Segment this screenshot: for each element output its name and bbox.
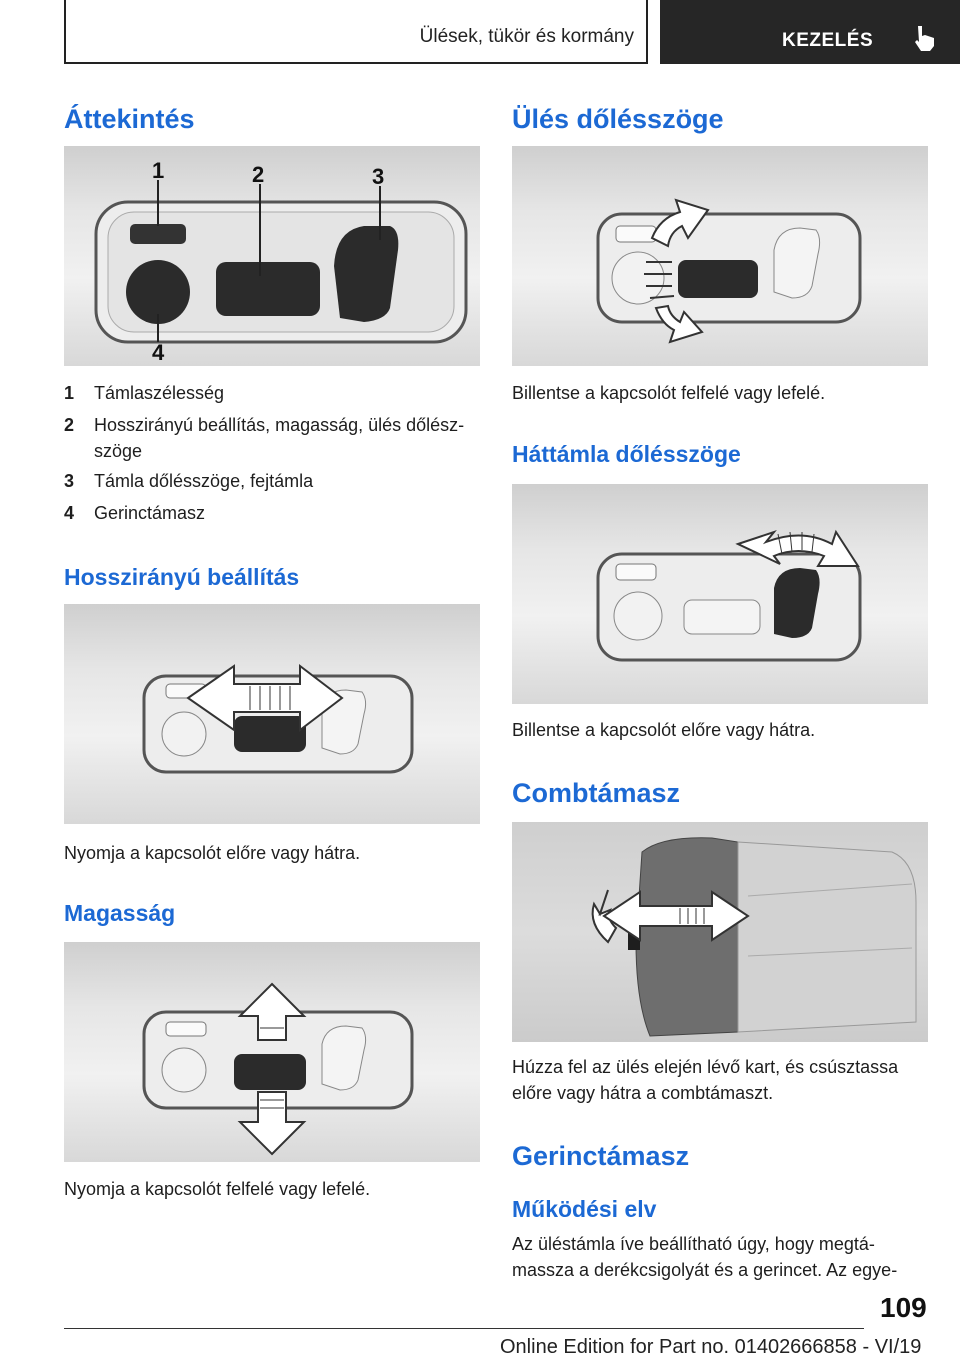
header-tab-label: KEZELÉS — [782, 30, 874, 51]
tilt-heading: Ülés dőlésszöge — [512, 104, 724, 134]
principle-text-1: Az üléstámla íve beállítható úgy, hogy m… — [512, 1234, 875, 1254]
thigh-support-heading: Combtámasz — [512, 778, 681, 808]
list-item-text: Támlaszélesség — [94, 383, 225, 403]
callout-2: 2 — [252, 162, 264, 187]
backrest-tilt-image — [512, 484, 928, 704]
header-tab: KEZELÉS — [660, 0, 960, 64]
list-item-number: 4 — [64, 503, 75, 523]
callout-4: 4 — [152, 340, 165, 365]
footer-divider — [64, 1328, 864, 1329]
longitudinal-adjust-image — [64, 604, 480, 824]
list-item-number: 1 — [64, 383, 75, 403]
footer-edition: Online Edition for Part no. 01402666858 … — [500, 1336, 922, 1358]
tilt-text: Billentse a kapcsolót felfelé vagy lefel… — [512, 383, 826, 403]
callout-3: 3 — [372, 164, 384, 189]
hand-pointer-icon — [915, 26, 934, 51]
callout-1: 1 — [152, 158, 164, 183]
list-item-number: 2 — [64, 415, 75, 435]
height-adjust-image — [64, 942, 480, 1162]
header-section-title: Ülések, tükör és kormány — [419, 26, 634, 47]
lumbar-heading: Gerinctámasz — [512, 1141, 690, 1171]
list-item-number: 3 — [64, 471, 75, 491]
thigh-support-image — [512, 822, 928, 1042]
principle-heading: Működési elv — [512, 1196, 657, 1222]
longitudinal-heading: Hosszirányú beállítás — [64, 564, 300, 590]
overview-heading: Áttekintés — [64, 104, 195, 134]
seat-controls-overview-image: 1 2 3 4 — [64, 146, 480, 366]
list-item-text: Hosszirányú beállítás, magasság, ülés dő… — [94, 415, 465, 461]
backrest-heading: Háttámla dőlésszöge — [512, 441, 741, 467]
height-heading: Magasság — [64, 900, 176, 926]
height-text: Nyomja a kapcsolót felfelé vagy lefelé. — [64, 1179, 371, 1199]
list-item-text: Gerinctámasz — [94, 503, 206, 523]
longitudinal-text: Nyomja a kapcsolót előre vagy hátra. — [64, 843, 361, 863]
list-item-text: Támla dőlésszöge, fejtámla — [94, 471, 314, 491]
principle-text-2: massza a derékcsigolyát és a gerincet. A… — [512, 1260, 898, 1280]
page-number: 109 — [880, 1292, 927, 1323]
backrest-text: Billentse a kapcsolót előre vagy hátra. — [512, 720, 816, 740]
seat-tilt-image — [512, 146, 928, 366]
header-section-box: Ülések, tükör és kormány — [64, 0, 648, 64]
thigh-support-text-2: előre vagy hátra a combtámaszt. — [512, 1083, 774, 1103]
thigh-support-text-1: Húzza fel az ülés elején lévő kart, és c… — [512, 1057, 899, 1077]
